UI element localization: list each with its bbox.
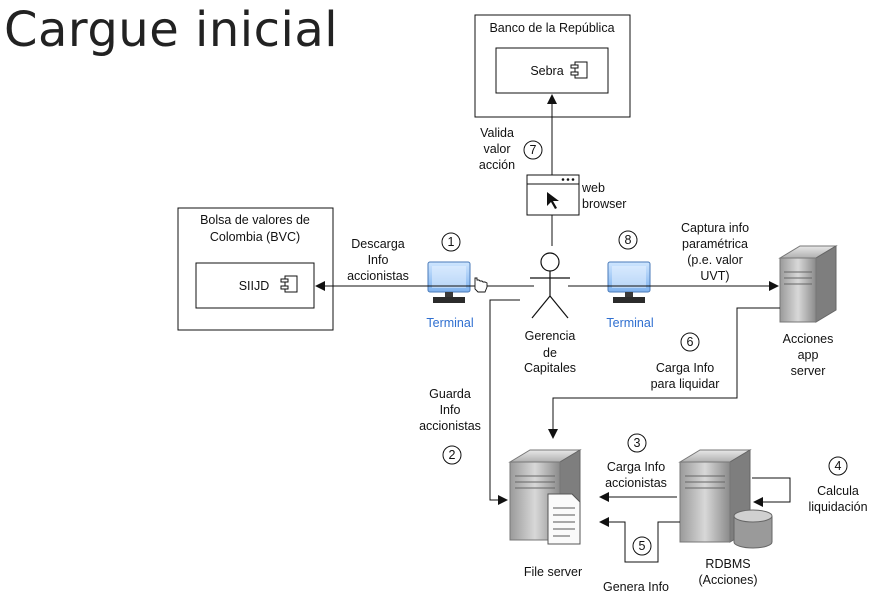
bvc-box: Bolsa de valores de Colombia (BVC) SIIJD [177, 207, 334, 331]
step-8-line4: UVT) [700, 269, 729, 283]
terminal-left-label: Terminal [426, 316, 473, 330]
actor-line1: Gerencia [525, 329, 576, 343]
terminal-right-label: Terminal [606, 316, 653, 330]
step-5-badge: 5 [632, 536, 652, 556]
svg-text:6: 6 [687, 335, 694, 349]
step-2-line2: Info [440, 403, 461, 417]
bvc-name-line2: Colombia (BVC) [210, 230, 300, 244]
step-2-badge: 2 [442, 445, 462, 465]
step-4-line2: liquidación [808, 500, 867, 514]
step-7-badge: 7 [523, 140, 543, 160]
step-3-badge: 3 [627, 433, 647, 453]
svg-text:2: 2 [449, 448, 456, 462]
step-3-line2: accionistas [605, 476, 667, 490]
step-5-line1: Genera Info [603, 580, 669, 594]
app-server-line2: app [798, 348, 819, 362]
step-8-line3: (p.e. valor [687, 253, 743, 267]
web-browser-icon [526, 174, 580, 216]
arrow-actor-to-fileserver [489, 299, 520, 505]
svg-text:7: 7 [530, 143, 537, 157]
app-server-line3: server [791, 364, 826, 378]
sebra-label: Sebra [530, 64, 563, 78]
actor-line3: Capitales [524, 361, 576, 375]
step-6-line2: para liquidar [651, 377, 720, 391]
step-7-line1: Valida [480, 126, 514, 140]
terminal-right-icon [607, 261, 651, 303]
banco-republica-box: Banco de la República Sebra [474, 14, 631, 118]
hand-pointer-icon [474, 277, 488, 293]
step-8-badge: 8 [618, 230, 638, 250]
step-2-line3: accionistas [419, 419, 481, 433]
component-icon [570, 61, 588, 79]
step-6-badge: 6 [680, 332, 700, 352]
step-1-line2: Info [368, 253, 389, 267]
terminal-left-icon [427, 261, 471, 303]
step-1-line3: accionistas [347, 269, 409, 283]
slide-title: Cargue inicial [4, 2, 339, 58]
arrow-rdbms-genera-info [599, 517, 680, 563]
arrow-appserver-to-fileserver [548, 307, 780, 439]
file-server-icon [508, 449, 582, 545]
web-browser-line1: web [581, 181, 605, 195]
step-2-line1: Guarda [429, 387, 471, 401]
web-browser-line2: browser [582, 197, 626, 211]
step-7-line3: acción [479, 158, 515, 172]
component-icon [280, 275, 298, 293]
rdbms-line2: (Acciones) [698, 573, 757, 587]
actor-line2: de [543, 346, 557, 360]
step-8-line1: Captura info [681, 221, 749, 235]
actor-icon [530, 252, 570, 319]
step-8-line2: paramétrica [682, 237, 748, 251]
bvc-name-line1: Bolsa de valores de [200, 213, 310, 227]
svg-text:4: 4 [835, 459, 842, 473]
rdbms-line1: RDBMS [705, 557, 750, 571]
svg-text:5: 5 [639, 539, 646, 553]
sebra-component: Sebra [495, 47, 609, 94]
arrow-rdbms-self-loop [752, 477, 791, 507]
siijd-component: SIIJD [195, 262, 315, 309]
app-server-icon [778, 245, 838, 323]
step-7-line2: valor [483, 142, 510, 156]
siijd-label: SIIJD [239, 279, 270, 293]
step-4-line1: Calcula [817, 484, 859, 498]
step-1-badge: 1 [441, 232, 461, 252]
step-4-badge: 4 [828, 456, 848, 476]
step-3-line1: Carga Info [607, 460, 665, 474]
svg-text:1: 1 [448, 235, 455, 249]
file-server-label: File server [524, 565, 582, 579]
app-server-line1: Acciones [783, 332, 834, 346]
banco-name: Banco de la República [489, 21, 614, 35]
svg-text:8: 8 [625, 233, 632, 247]
step-6-line1: Carga Info [656, 361, 714, 375]
step-1-line1: Descarga [351, 237, 405, 251]
database-icon [733, 509, 773, 549]
svg-text:3: 3 [634, 436, 641, 450]
